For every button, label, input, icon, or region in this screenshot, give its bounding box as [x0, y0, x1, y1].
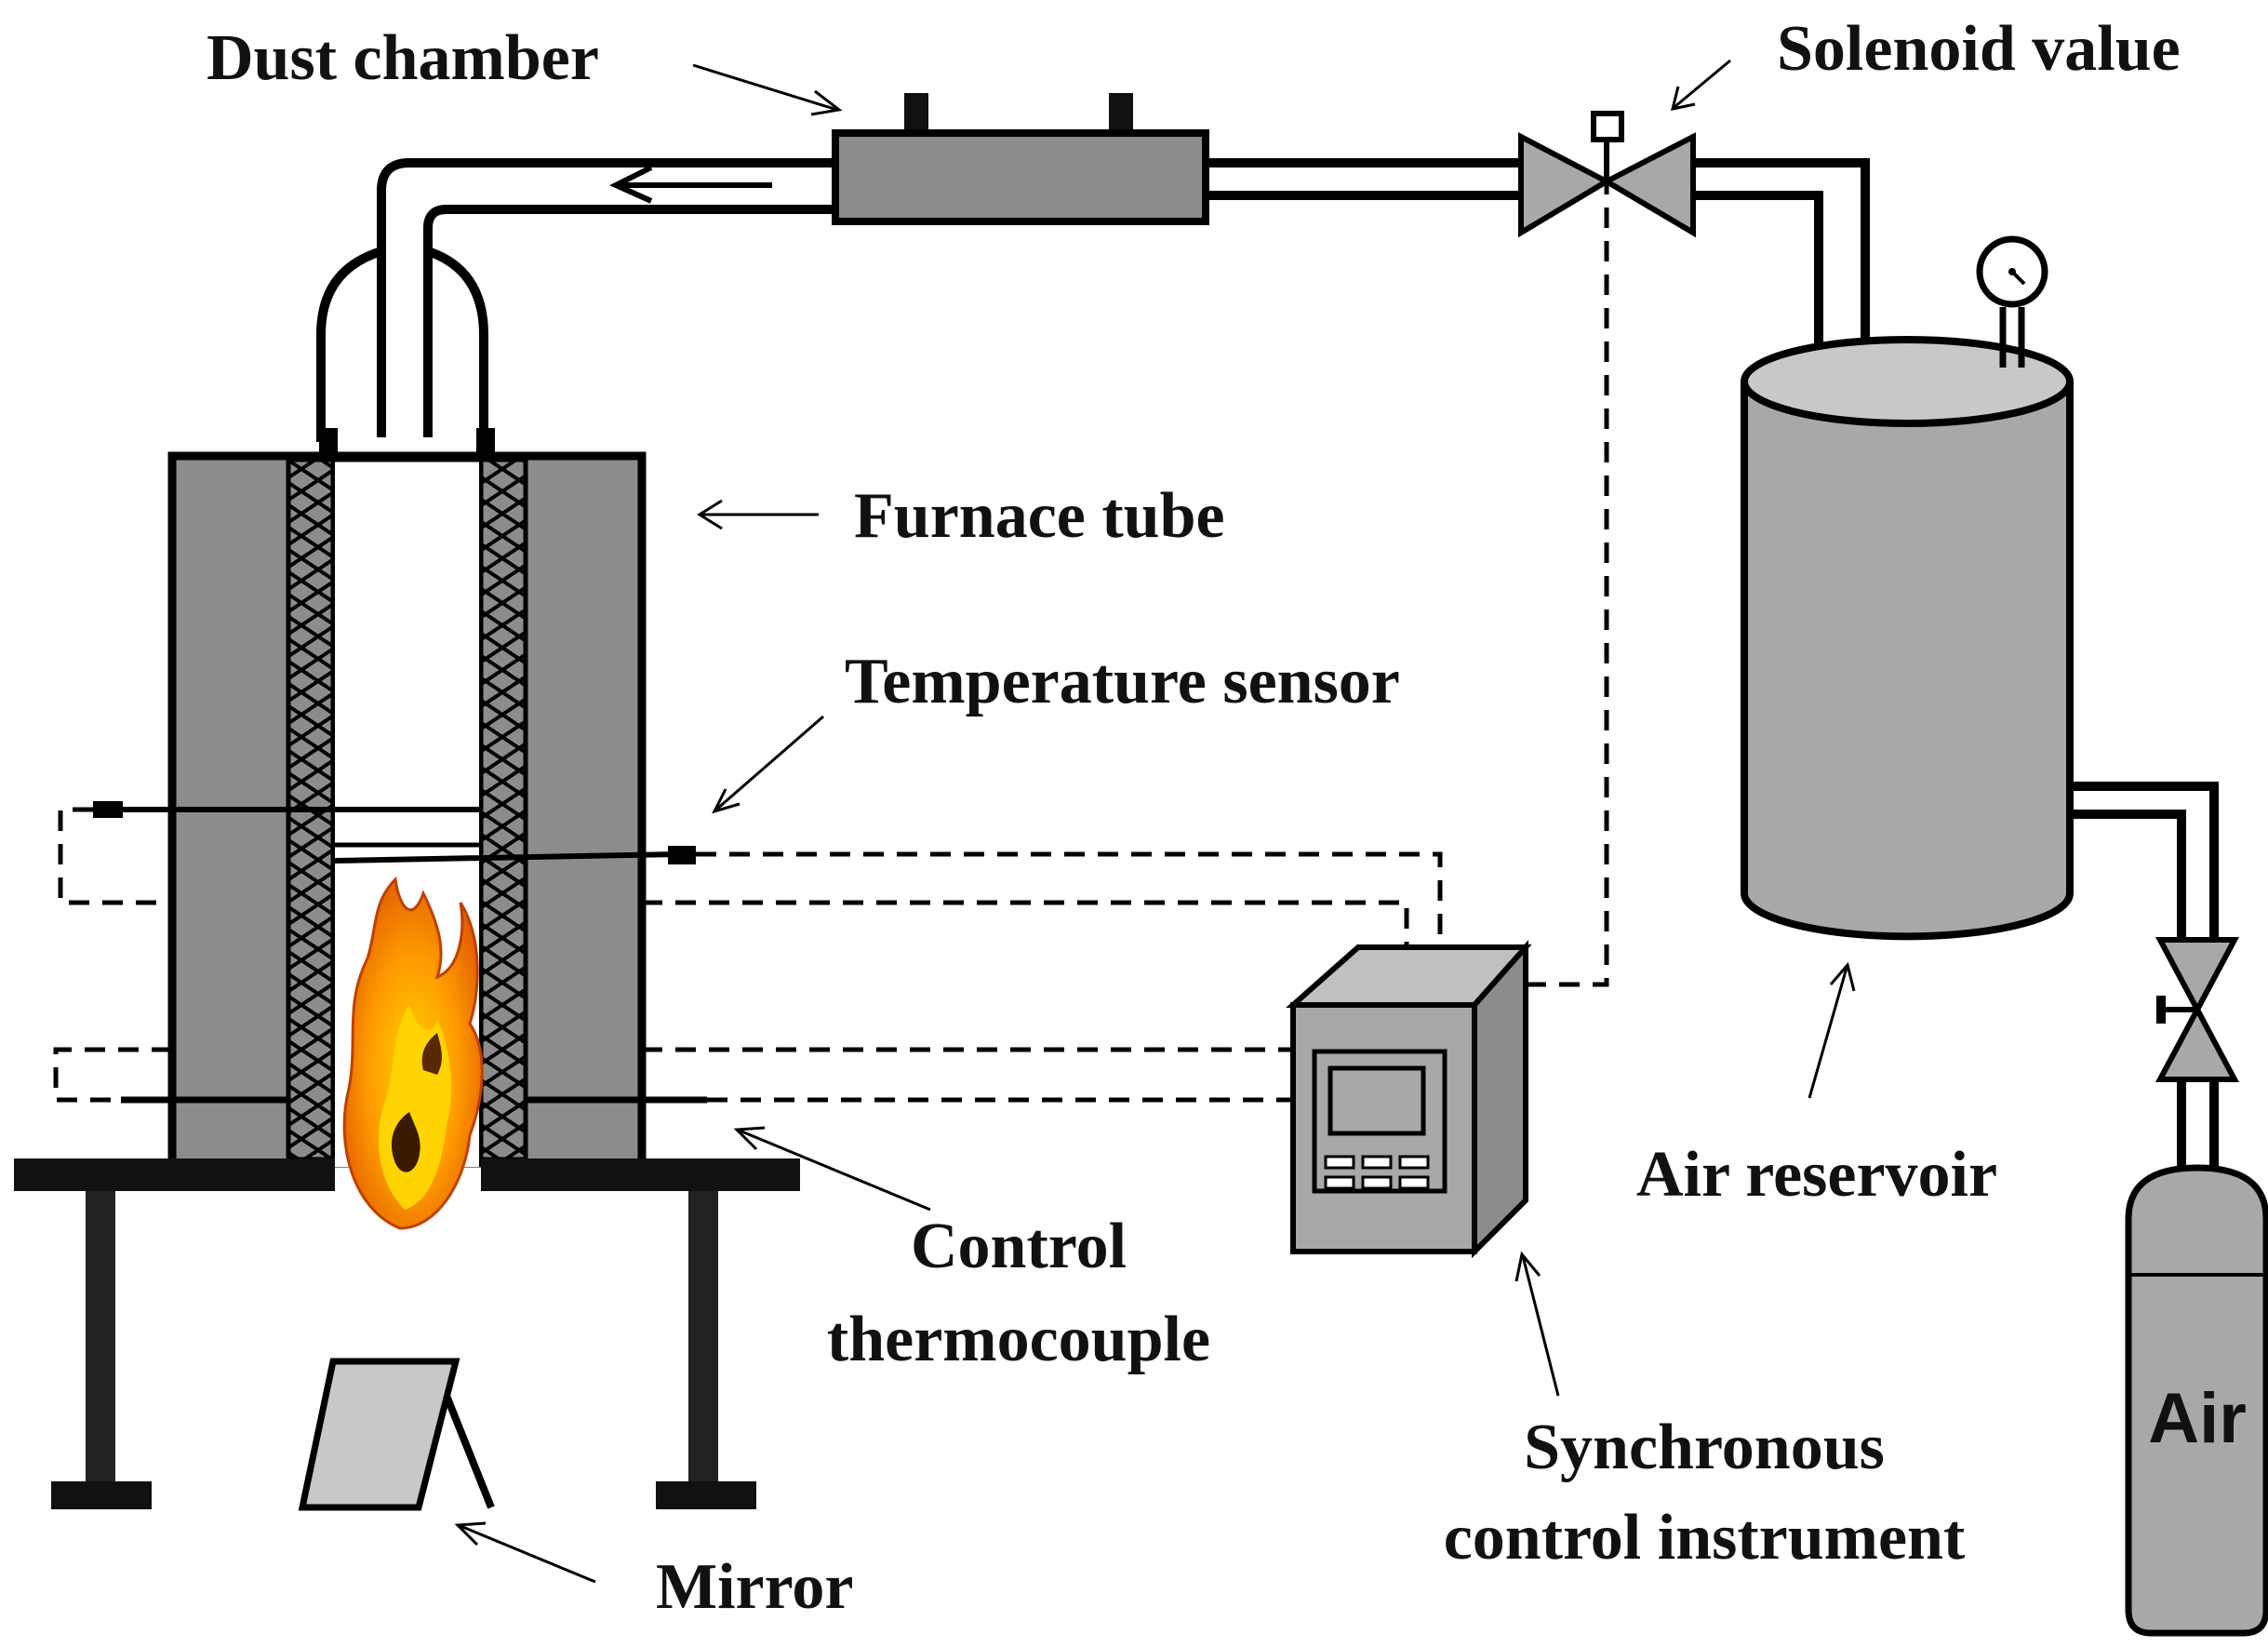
flame [342, 876, 484, 1230]
synchronous-control-instrument [1286, 940, 1532, 1259]
mirror [298, 1358, 495, 1511]
control-thermocouple-label-line1: Control [911, 1211, 1127, 1282]
cylinder-valve [2155, 937, 2239, 1082]
dust-chamber [832, 93, 1209, 225]
air-cylinder-label: Air [2148, 1379, 2247, 1458]
label-arrows [454, 59, 1856, 1584]
air-cylinder: Air [2125, 1164, 2268, 1637]
labels: Dust chamber Solenoid value Furnace tube… [207, 13, 2181, 1623]
solenoid-valve [1518, 111, 1696, 238]
synchronous-instrument-label-line2: control instrument [1444, 1502, 1966, 1573]
synchronous-instrument-label-line1: Synchronous [1524, 1412, 1885, 1483]
furnace-stand [14, 1158, 800, 1509]
furnace-hood [316, 247, 495, 454]
control-thermocouple-label-line2: thermocouple [827, 1304, 1210, 1375]
air-reservoir-label: Air reservoir [1636, 1139, 1997, 1211]
air-reservoir [1741, 235, 2074, 941]
dust-chamber-label: Dust chamber [207, 22, 599, 94]
temperature-sensor-label: Temperature sensor [845, 646, 1400, 717]
cylinder-line [2070, 782, 2219, 1168]
furnace-tube-label: Furnace tube [854, 480, 1225, 552]
solenoid-value-label: Solenoid value [1777, 13, 2181, 85]
top-pipe [377, 158, 1870, 437]
sensor-wiring [53, 181, 1609, 1104]
flow-arrow [608, 165, 772, 204]
mirror-label: Mirror [656, 1551, 853, 1623]
